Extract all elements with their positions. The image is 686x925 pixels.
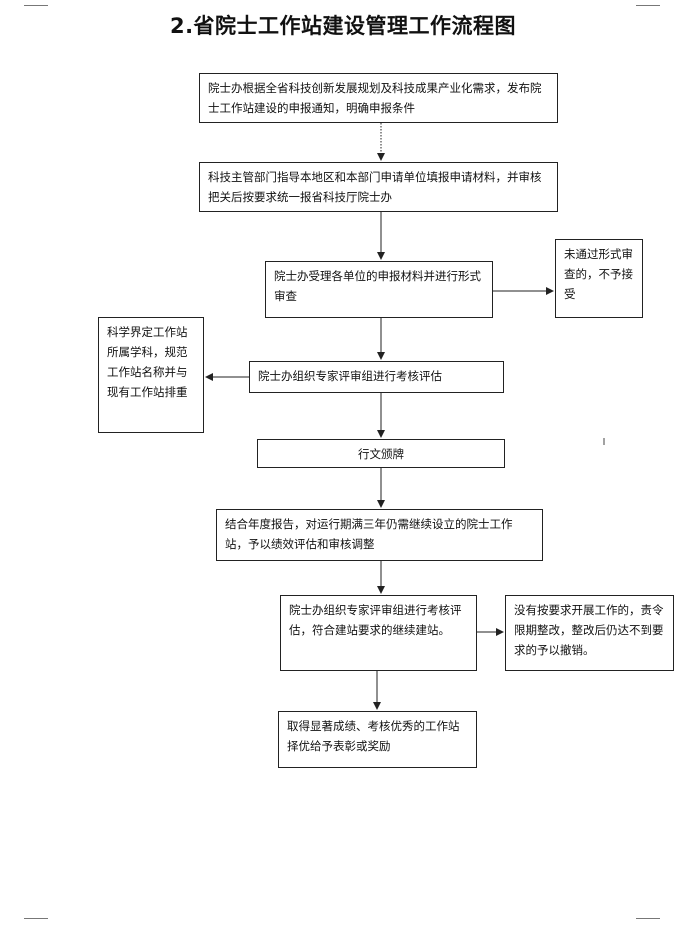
crop-mark-top-right (636, 5, 660, 6)
flow-step-continue-station: 院士办组织专家评审组进行考核评估，符合建站要求的继续建站。 (280, 595, 477, 671)
flow-step-rejected: 未通过形式审查的，不予接受 (555, 239, 643, 318)
flow-step-submit-materials: 科技主管部门指导本地区和本部门申请单位填报申请材料，并审核把关后按要求统一报省科… (199, 162, 558, 212)
flow-step-rectify-or-revoke: 没有按要求开展工作的，责令限期整改，整改后仍达不到要求的予以撤销。 (505, 595, 674, 671)
flow-step-formal-review: 院士办受理各单位的申报材料并进行形式审查 (265, 261, 493, 318)
crop-mark-bottom-left (24, 918, 48, 919)
flow-step-publish-notice: 院士办根据全省科技创新发展规划及科技成果产业化需求，发布院士工作站建设的申报通知… (199, 73, 558, 123)
flow-step-expert-evaluation: 院士办组织专家评审组进行考核评估 (249, 361, 504, 393)
flow-step-annual-assessment: 结合年度报告，对运行期满三年仍需继续设立的院士工作站，予以绩效评估和审核调整 (216, 509, 543, 561)
crop-mark-bottom-right (636, 918, 660, 919)
flow-step-commend-reward: 取得显著成绩、考核优秀的工作站择优给予表彰或奖励 (278, 711, 477, 768)
flow-step-award-plaque: 行文颁牌 (257, 439, 505, 468)
crop-mark-top-left (24, 5, 48, 6)
page-title: 2.省院士工作站建设管理工作流程图 (169, 14, 517, 38)
flow-step-define-discipline: 科学界定工作站所属学科，规范工作站名称并与现有工作站排重 (98, 317, 204, 433)
